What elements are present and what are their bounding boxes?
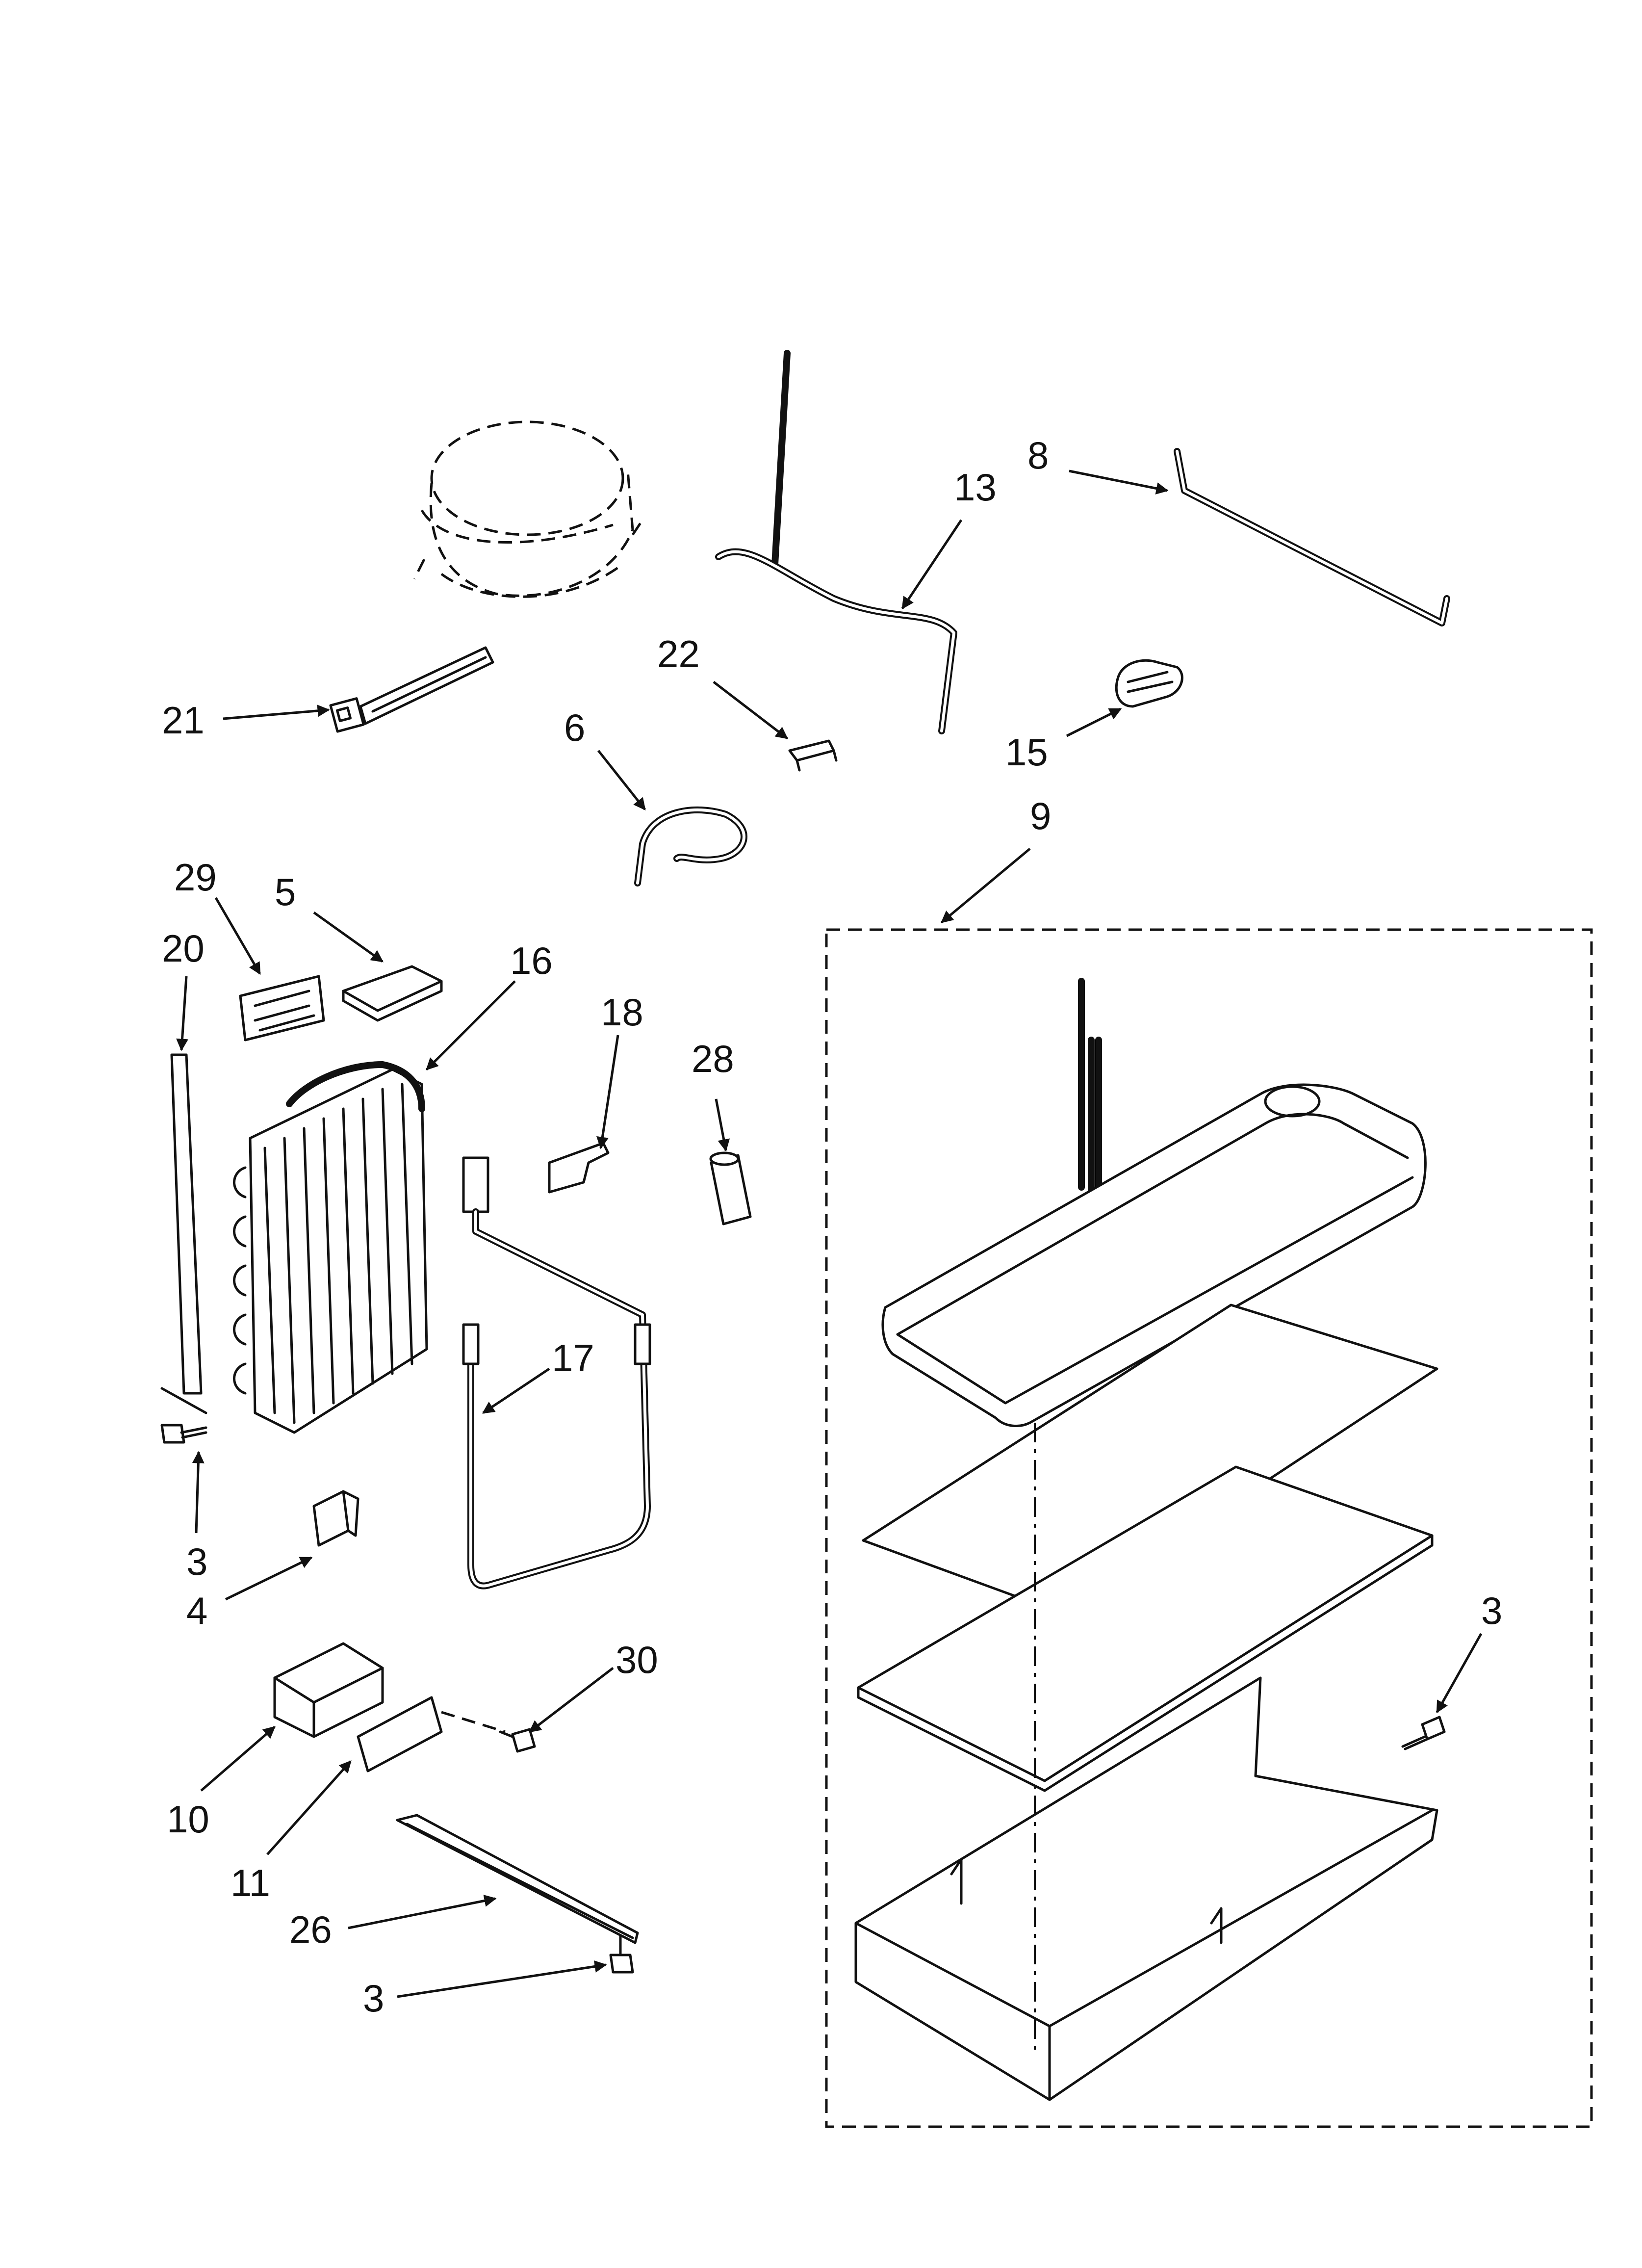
callout-6: 6: [564, 706, 585, 749]
callout-labels: 8 13 21 22 6 15 9 29 5 20 16 18 28 17 3 …: [162, 434, 1502, 2020]
part-9-bottom-pan: [854, 1676, 1438, 2101]
callout-11: 11: [231, 1861, 270, 1904]
callout-29: 29: [174, 856, 217, 899]
callout-3a: 3: [186, 1540, 207, 1583]
part-17-heater: [462, 1156, 651, 1590]
callout-18: 18: [601, 991, 643, 1034]
part-5-insulator: [342, 965, 443, 1022]
callout-8: 8: [1027, 434, 1049, 477]
part-26-strip: [396, 1814, 639, 1944]
part-18-clip: [548, 1142, 610, 1194]
part-6-coil: [634, 806, 747, 886]
compressor-outline: [413, 420, 644, 598]
callout-26: 26: [289, 1908, 332, 1951]
part-11-cover: [357, 1696, 506, 1773]
callout-30: 30: [616, 1638, 658, 1681]
callout-3c: 3: [1481, 1589, 1502, 1632]
callout-15: 15: [1005, 730, 1048, 774]
part-16-evaporator: [233, 1061, 428, 1434]
part-9-plates: [857, 1303, 1438, 1792]
callout-28: 28: [692, 1037, 734, 1080]
part-10-bracket: [273, 1642, 384, 1738]
part-30-screw: [499, 1728, 536, 1753]
part-22-clip: [788, 739, 838, 772]
assembly-9-boundary: [825, 928, 1593, 2128]
callout-10: 10: [167, 1798, 209, 1841]
part-4-bracket: [312, 1490, 359, 1547]
callout-22: 22: [657, 632, 700, 676]
callout-9: 9: [1030, 794, 1051, 837]
callout-13: 13: [954, 466, 997, 509]
part-29-pad: [239, 975, 325, 1042]
callout-4: 4: [186, 1589, 207, 1632]
part-9-drain-tray: [881, 978, 1427, 1428]
part-21-cable-tie: [329, 646, 494, 733]
callout-3b: 3: [363, 1977, 384, 2020]
part-15-clip: [1115, 659, 1183, 708]
part-13-tube: [715, 350, 957, 734]
callout-21: 21: [162, 699, 205, 742]
part-3-screw-right: [1401, 1716, 1446, 1750]
callout-20: 20: [162, 927, 205, 970]
part-28-sleeve: [709, 1151, 752, 1225]
callout-17: 17: [552, 1336, 594, 1380]
callout-leaders: [176, 469, 1483, 1998]
part-20-strip: [160, 1053, 207, 1414]
callout-5: 5: [275, 870, 296, 913]
callout-16: 16: [510, 939, 553, 982]
part-8-tube: [1174, 448, 1450, 626]
part-3-screw-left: [160, 1424, 207, 1444]
